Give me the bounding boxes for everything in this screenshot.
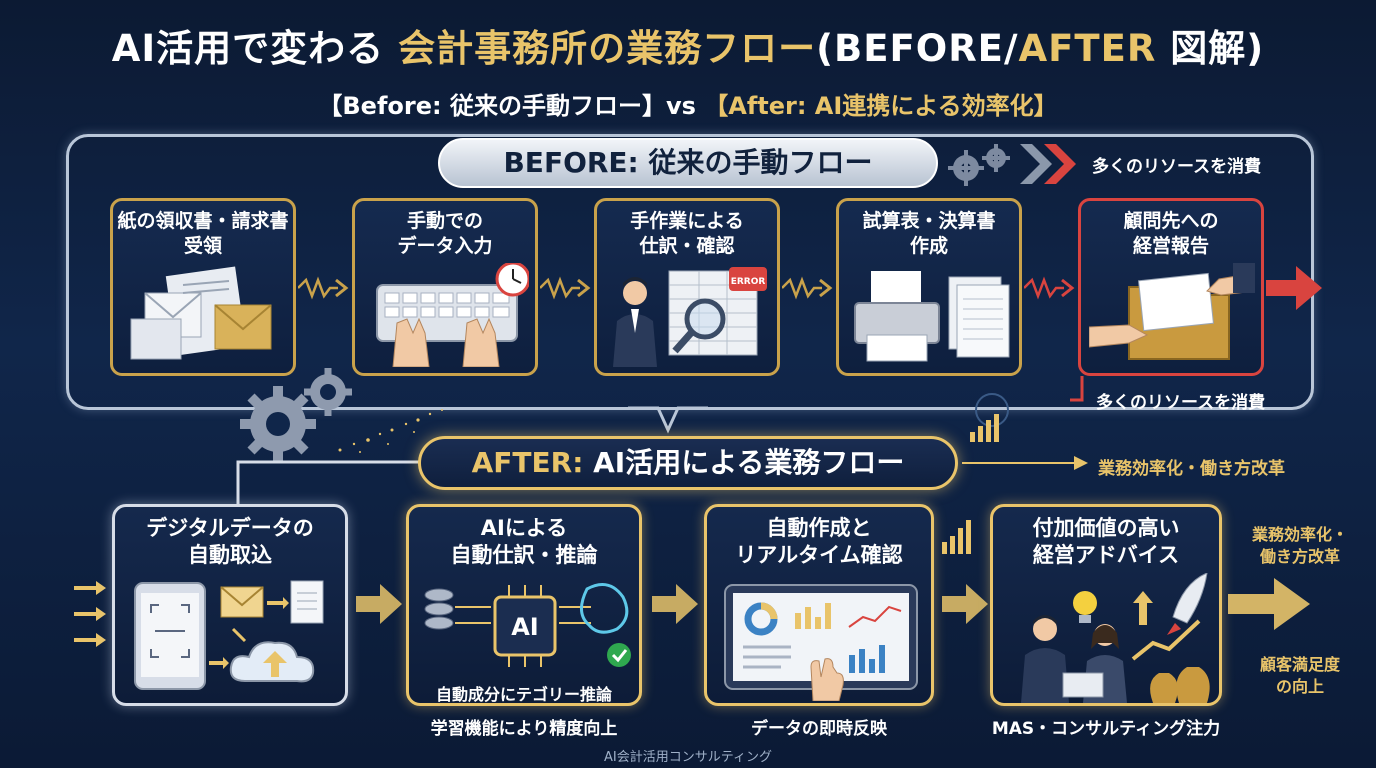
gears-icon xyxy=(948,144,1010,186)
folder-handoff-icon xyxy=(1089,263,1255,360)
step-label: 顧問先への 経営報告 xyxy=(1123,210,1219,257)
step-label: AIによる 自動仕訳・推論 xyxy=(450,516,598,567)
title-part2: 会計事務所の業務フロー xyxy=(398,27,817,70)
rising-bars-icon xyxy=(942,520,971,554)
step-label: 自動作成と リアルタイム確認 xyxy=(735,516,903,567)
title-part3: (BEFORE/ xyxy=(816,27,1019,70)
title-part1: AI活用で変わる xyxy=(111,27,399,70)
before-step-manual-input: 手動での データ入力 xyxy=(352,198,538,376)
page-title: AI活用で変わる 会計事務所の業務フロー(BEFORE/AFTER 図解) xyxy=(0,18,1376,72)
after-step-realtime: 自動作成と リアルタイム確認 xyxy=(704,504,934,706)
before-step-receipt: 紙の領収書・請求書 受領 xyxy=(110,198,296,376)
step-label: 試算表・決算書 作成 xyxy=(862,210,996,257)
keyboard-icon xyxy=(376,263,529,367)
step-label: 付加価値の高い 経営アドバイス xyxy=(1032,516,1180,567)
resource-note-bottom: 多くのリソースを消費 xyxy=(1096,393,1266,413)
step-label: 手動での データ入力 xyxy=(397,210,493,257)
after-connector-line xyxy=(236,460,424,504)
step-label: 紙の領収書・請求書 受領 xyxy=(117,210,289,257)
subtitle-part2: 【After: AI連携による効率化】 xyxy=(704,92,1058,120)
documents-icon xyxy=(130,266,272,360)
outcome-satisfaction: 顧客満足度 の向上 xyxy=(1259,655,1340,696)
caption-instant: データの即時反映 xyxy=(751,719,887,739)
accountant-magnifier-icon: ERROR xyxy=(613,267,767,367)
bar-chart-decoration xyxy=(970,393,1009,442)
red-arrow-icon xyxy=(1266,266,1322,310)
zigzag-arrow-icon xyxy=(540,276,591,300)
sparkle-trail xyxy=(338,409,443,453)
zigzag-arrow-icon xyxy=(782,276,833,300)
title-part4: AFTER xyxy=(1018,27,1157,70)
error-badge-text: ERROR xyxy=(731,277,766,287)
flow-arrow-icon xyxy=(942,584,988,624)
ai-inference-text: 自動成分にテゴリー推論 xyxy=(435,685,612,704)
flow-arrow-icon xyxy=(356,584,402,624)
before-step-statements: 試算表・決算書 作成 xyxy=(836,198,1022,376)
after-step-advisory: 付加価値の高い 経営アドバイス xyxy=(990,504,1222,706)
flow-arrow-icon xyxy=(652,584,698,624)
ai-chip-label: AI xyxy=(511,613,539,641)
zigzag-arrow-icon xyxy=(298,276,349,300)
big-gold-arrow xyxy=(1228,578,1310,630)
frame-pointer xyxy=(628,406,708,434)
chevrons-icon xyxy=(1020,144,1076,184)
step-label: デジタルデータの 自動取込 xyxy=(146,516,314,567)
footer-brand: AI会計活用コンサルティング xyxy=(604,750,772,765)
after-banner-arrow xyxy=(962,456,1088,470)
step-label: 手作業による 仕訳・確認 xyxy=(630,210,744,257)
resource-note-top: 多くのリソースを消費 xyxy=(1092,157,1262,177)
zigzag-arrow-icon xyxy=(1024,276,1075,300)
page-subtitle: 【Before: 従来の手動フロー】vs 【After: AI連携による効率化】 xyxy=(0,86,1376,121)
after-step-ai-journal: AIによる 自動仕訳・推論 AI 自動成分にテゴリー推論 xyxy=(406,504,642,706)
dashboard-tablet-icon xyxy=(724,584,918,701)
caption-mas: MAS・コンサルティング注力 xyxy=(991,719,1221,739)
advisory-meeting-icon xyxy=(1021,573,1210,703)
title-part5: 図解) xyxy=(1156,27,1265,70)
input-arrows-icon xyxy=(74,581,106,647)
caption-learning: 学習機能により精度向上 xyxy=(430,719,618,739)
after-top-note: 業務効率化・働き方改革 xyxy=(1098,459,1285,479)
outcome-efficiency: 業務効率化・ 働き方改革 xyxy=(1251,525,1348,566)
ai-chip-icon: AI xyxy=(424,583,631,667)
digital-intake-icon xyxy=(134,580,324,690)
transition-gears-icon xyxy=(240,368,352,462)
after-banner-prefix: AFTER: xyxy=(471,446,584,479)
before-step-manual-check: 手作業による 仕訳・確認 ERROR xyxy=(594,198,780,376)
before-step-report: 顧問先への 経営報告 xyxy=(1078,198,1264,376)
before-banner: BEFORE: 従来の手動フロー xyxy=(438,138,938,188)
subtitle-part1: 【Before: 従来の手動フロー】vs xyxy=(318,92,705,120)
after-step-digital-intake: デジタルデータの 自動取込 xyxy=(112,504,348,706)
after-banner-text: AI活用による業務フロー xyxy=(583,446,905,479)
connector-line xyxy=(1070,376,1084,402)
after-banner: AFTER: AI活用による業務フロー xyxy=(418,436,958,490)
printer-icon xyxy=(854,271,1010,362)
